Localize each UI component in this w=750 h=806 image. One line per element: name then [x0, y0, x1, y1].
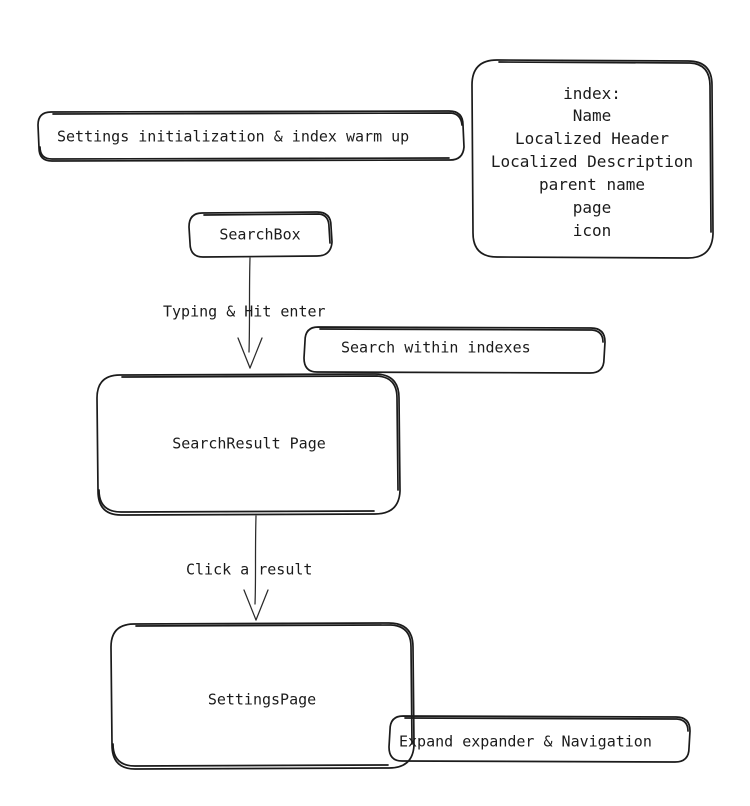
index-line-1: Name	[573, 106, 612, 125]
node-settings-page-label: SettingsPage	[208, 691, 316, 709]
node-search-box-label: SearchBox	[219, 226, 300, 244]
edge-typing-hit-enter	[237, 257, 263, 369]
node-search-result-page[interactable]	[96, 373, 401, 516]
note-index-fields	[471, 59, 714, 259]
index-line-5: page	[573, 198, 612, 217]
index-line-2: Localized Header	[515, 129, 669, 148]
note-expand-expander-label: Expand expander & Navigation	[399, 733, 652, 751]
edge-label-click-a-result: Click a result	[186, 561, 312, 579]
node-settings-page[interactable]	[110, 622, 415, 770]
note-search-within-indexes-label: Search within indexes	[341, 339, 531, 357]
index-line-3: Localized Description	[491, 152, 693, 171]
index-line-6: icon	[573, 221, 612, 240]
note-settings-init	[37, 110, 465, 162]
edge-click-a-result	[243, 515, 269, 621]
note-expand-expander	[388, 715, 691, 763]
node-search-box[interactable]	[188, 211, 333, 258]
index-line-0: index:	[563, 84, 621, 103]
note-settings-init-label: Settings initialization & index warm up	[57, 128, 409, 146]
note-search-within-indexes	[303, 326, 606, 374]
node-search-result-page-label: SearchResult Page	[172, 435, 326, 453]
edge-label-typing-hit-enter: Typing & Hit enter	[163, 303, 326, 321]
index-line-4: parent name	[539, 175, 645, 194]
